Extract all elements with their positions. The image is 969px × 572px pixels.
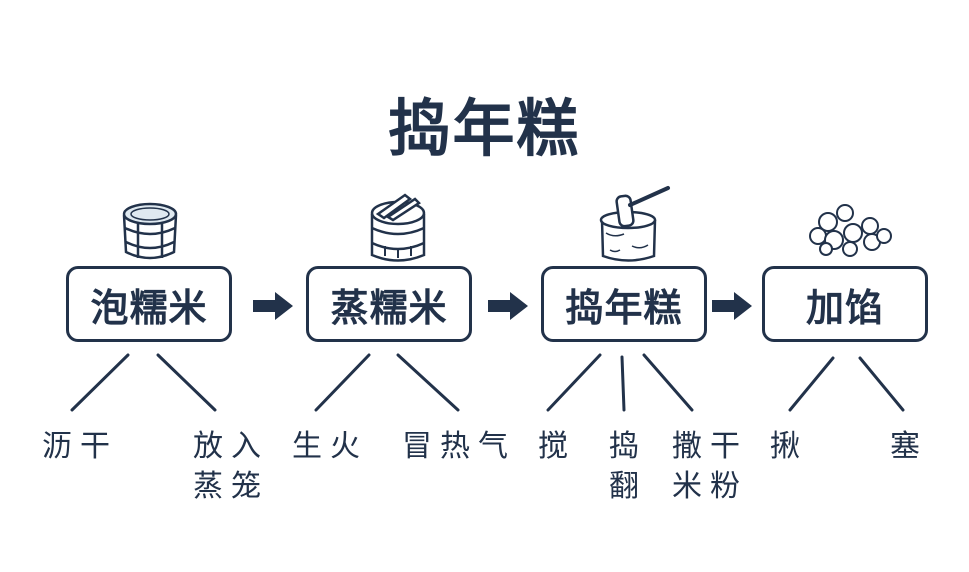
substep-rice-flour: 米粉 (672, 469, 748, 504)
substep-flip: 翻 (609, 469, 647, 504)
substep-put-in: 放入 (193, 429, 269, 464)
filling-icon (809, 204, 892, 257)
substep-steam-rises: 冒热气 (402, 429, 516, 464)
arrow-3 (712, 292, 752, 320)
substep-stuff: 塞 (890, 429, 928, 464)
substep-sprinkle: 撒干 (672, 429, 748, 464)
diagram-title: 捣年糕 (388, 92, 581, 165)
arrow-2 (488, 292, 528, 320)
arrow-1 (253, 292, 293, 320)
step-box-pound: 捣年糕 (541, 266, 707, 342)
step-box-fill: 加馅 (762, 266, 928, 342)
substep-pinch: 揪 (770, 429, 808, 464)
water-bucket-icon (122, 202, 178, 260)
step-box-steam: 蒸糯米 (306, 266, 472, 342)
substep-drain: 沥干 (42, 429, 118, 464)
substep-steamer: 蒸笼 (193, 469, 269, 504)
substep-pound: 捣 (609, 429, 647, 464)
steamer-icon (370, 193, 426, 262)
substep-light-fire: 生火 (292, 429, 368, 464)
branch-lines (70, 353, 905, 412)
substep-stir: 搅 (538, 429, 576, 464)
step-box-soak: 泡糯米 (66, 266, 232, 342)
mortar-pestle-icon (599, 186, 670, 262)
